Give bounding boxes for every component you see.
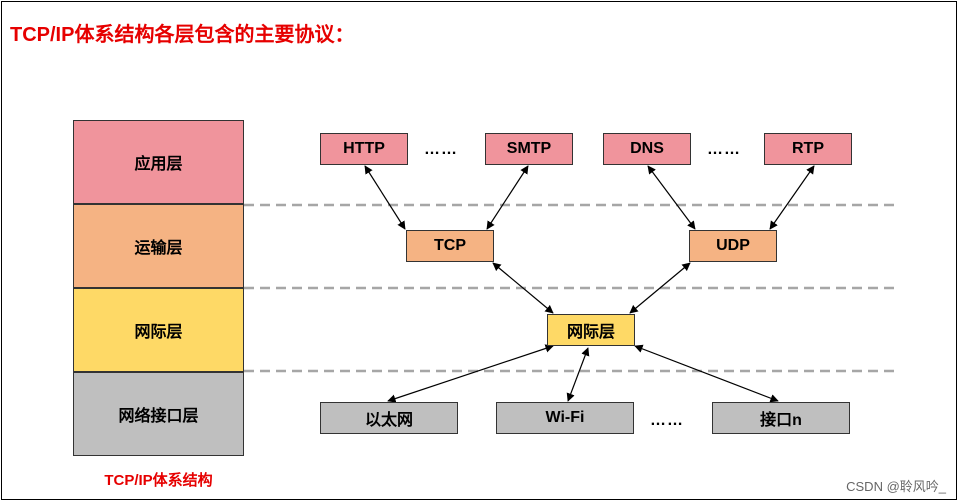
protocol-smtp-label: SMTP bbox=[506, 140, 552, 157]
ellipsis-app-right: …… bbox=[707, 141, 741, 158]
protocol-udp: UDP bbox=[689, 230, 777, 262]
arrow-ip-interface-n bbox=[634, 344, 779, 403]
arrow-rtp-udp bbox=[769, 165, 815, 230]
interface-wifi: Wi-Fi bbox=[496, 402, 634, 434]
arrow-ip-ethernet bbox=[387, 344, 554, 403]
layer-stack-caption: TCP/IP体系结构 bbox=[104, 472, 213, 489]
arrow-udp-ip bbox=[629, 262, 691, 314]
protocol-http-label: HTTP bbox=[343, 140, 385, 157]
layer-internet: 网际层 bbox=[73, 288, 244, 372]
protocol-ip-label: 网际层 bbox=[566, 324, 615, 341]
layer-network-interface-label: 网络接口层 bbox=[118, 408, 199, 425]
watermark: CSDN @聆风吟_ bbox=[846, 479, 946, 494]
interface-ethernet: 以太网 bbox=[320, 402, 458, 434]
arrow-http-tcp bbox=[364, 165, 406, 230]
arrow-smtp-tcp bbox=[486, 165, 529, 230]
layer-network-interface: 网络接口层 bbox=[73, 372, 244, 456]
interface-n-label: 接口n bbox=[760, 412, 802, 429]
protocol-tcp-label: TCP bbox=[434, 237, 466, 254]
protocol-dns-label: DNS bbox=[630, 140, 664, 157]
layer-application: 应用层 bbox=[73, 120, 244, 204]
arrow-tcp-ip bbox=[492, 262, 554, 314]
protocol-dns: DNS bbox=[603, 133, 691, 165]
diagram-title: TCP/IP体系结构各层包含的主要协议： bbox=[10, 24, 355, 46]
protocol-rtp-label: RTP bbox=[792, 140, 824, 157]
interface-wifi-label: Wi-Fi bbox=[545, 409, 585, 426]
layer-transport: 运输层 bbox=[73, 204, 244, 288]
layer-transport-label: 运输层 bbox=[134, 240, 183, 257]
protocol-http: HTTP bbox=[320, 133, 408, 165]
layer-internet-label: 网际层 bbox=[134, 324, 183, 341]
protocol-rtp: RTP bbox=[764, 133, 852, 165]
interface-ethernet-label: 以太网 bbox=[364, 412, 413, 429]
protocol-smtp: SMTP bbox=[485, 133, 573, 165]
arrow-dns-udp bbox=[647, 165, 696, 230]
ellipsis-interface: …… bbox=[650, 412, 684, 429]
arrow-ip-wifi bbox=[566, 347, 590, 402]
protocol-ip: 网际层 bbox=[547, 314, 635, 346]
interface-n: 接口n bbox=[712, 402, 850, 434]
protocol-tcp: TCP bbox=[406, 230, 494, 262]
protocol-udp-label: UDP bbox=[716, 237, 750, 254]
layer-application-label: 应用层 bbox=[134, 156, 183, 173]
ellipsis-app-left: …… bbox=[424, 141, 458, 158]
